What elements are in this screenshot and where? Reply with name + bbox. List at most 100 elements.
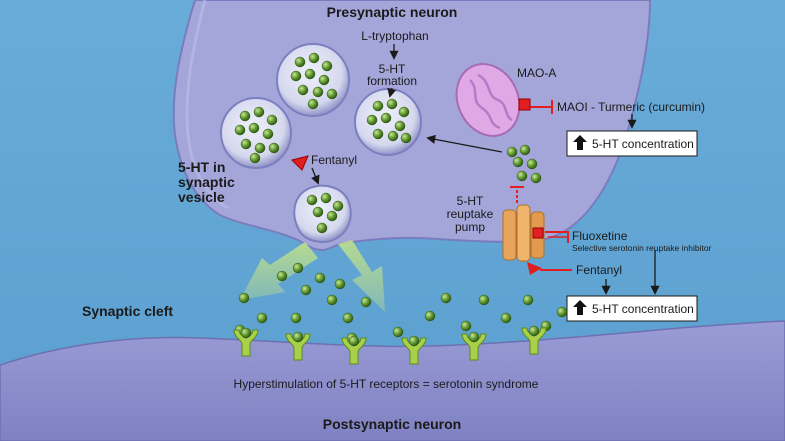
serotonin-receptor <box>401 335 427 365</box>
bound-serotonin-molecule <box>348 335 360 347</box>
hyperstimulation-label: Hyperstimulation of 5-HT receptors = ser… <box>234 377 539 391</box>
serotonin-molecule <box>386 98 398 110</box>
serotonin-molecule <box>290 312 302 324</box>
up-arrow-icon <box>573 300 587 315</box>
fluoxetine-label: Fluoxetine <box>572 229 628 243</box>
reuptake-to-vesicle-arrow <box>426 134 503 153</box>
presynaptic-membrane-highlight <box>185 0 229 210</box>
reuptake-label-3: pump <box>455 220 485 234</box>
serotonin-molecule <box>294 56 306 68</box>
postsynaptic-neuron <box>0 320 785 441</box>
fentanyl-left-label: Fentanyl <box>311 153 357 167</box>
serotonin-molecule <box>276 270 288 282</box>
serotonin-molecule <box>253 106 265 118</box>
serotonin-molecule <box>306 194 318 206</box>
serotonin-molecule <box>400 132 412 144</box>
serotonin-molecule <box>387 130 399 142</box>
serotonin-molecule <box>307 98 319 110</box>
serotonin-molecule <box>239 110 251 122</box>
fentanyl-right-link <box>527 262 572 275</box>
serotonin-molecule <box>297 84 309 96</box>
bound-serotonin-molecule <box>292 331 304 343</box>
serotonin-molecule <box>326 210 338 222</box>
serotonin-molecule <box>266 114 278 126</box>
pump-inhibition-dashed <box>510 186 524 205</box>
concentration-top-label: 5-HT concentration <box>592 137 694 151</box>
serotonin-molecule <box>312 86 324 98</box>
serotonin-molecule <box>248 122 260 134</box>
bound-serotonin-molecule <box>408 335 420 347</box>
serotonin-molecule <box>394 120 406 132</box>
serotonin-molecule <box>321 60 333 72</box>
serotonin-receptor <box>285 331 311 361</box>
receptor-group <box>233 325 547 365</box>
serotonin-molecule <box>312 206 324 218</box>
serotonin-molecule <box>326 294 338 306</box>
fentanyl-left-arrow <box>311 167 320 185</box>
fentanyl-right-label: Fentanyl <box>576 263 622 277</box>
concentration-box-top <box>566 130 698 157</box>
serotonin-molecule <box>372 100 384 112</box>
serotonin-molecule <box>526 158 538 170</box>
serotonin-molecule <box>342 312 354 324</box>
serotonin-molecule <box>478 294 490 306</box>
serotonin-molecule <box>290 70 302 82</box>
serotonin-molecule <box>366 114 378 126</box>
serotonin-receptor <box>461 331 487 361</box>
serotonin-molecule <box>332 200 344 212</box>
serotonin-molecule <box>500 312 512 324</box>
serotonin-molecule <box>372 128 384 140</box>
serotonin-molecule <box>238 292 250 304</box>
reuptake-label-2: reuptake <box>447 207 494 221</box>
concentration-bottom-label: 5-HT concentration <box>592 302 694 316</box>
mao-a-label: MAO-A <box>517 66 556 80</box>
serotonin-molecule <box>334 278 346 290</box>
serotonin-molecule <box>316 222 328 234</box>
fluoxetine-inhibition <box>532 227 569 243</box>
serotonin-molecule <box>326 88 338 100</box>
release-arrows <box>240 240 385 312</box>
serotonin-receptor <box>341 335 367 365</box>
serotonin-molecule <box>519 144 531 156</box>
serotonin-molecule <box>240 138 252 150</box>
serotonin-molecule <box>320 192 332 204</box>
serotonin-molecule <box>292 262 304 274</box>
serotonin-molecule <box>424 310 436 322</box>
serotonin-molecule <box>556 306 568 318</box>
serotonin-molecule <box>304 68 316 80</box>
serotonin-molecule <box>268 142 280 154</box>
serotonin-molecule <box>392 326 404 338</box>
serotonin-molecule <box>300 284 312 296</box>
bound-serotonin-molecule <box>528 325 540 337</box>
serotonin-receptor <box>233 327 259 357</box>
presynaptic-label: Presynaptic neuron <box>327 4 458 20</box>
serotonin-molecule <box>262 128 274 140</box>
vesicle-label-3: vesicle <box>178 189 225 205</box>
serotonin-molecule <box>254 142 266 154</box>
vesicle-label-2: synaptic <box>178 174 235 190</box>
maoi-label: MAOI - Turmeric (curcumin) <box>557 100 705 114</box>
concentration-box-bottom <box>566 295 698 322</box>
reuptake-label-1: 5-HT <box>457 194 484 208</box>
serotonin-molecule <box>506 146 518 158</box>
postsynaptic-label: Postsynaptic neuron <box>323 416 461 432</box>
formation-arrow <box>387 87 397 98</box>
serotonin-molecule <box>516 170 528 182</box>
serotonin-molecule <box>512 156 524 168</box>
bound-serotonin-molecule <box>240 327 252 339</box>
formation-label-1: 5-HT <box>379 62 406 76</box>
serotonin-molecule <box>318 74 330 86</box>
serotonin-receptor <box>521 325 547 355</box>
fentanyl-molecule-icon <box>291 155 309 171</box>
synaptic-cleft-label: Synaptic cleft <box>82 303 173 319</box>
serotonin-molecule <box>440 292 452 304</box>
serotonin-molecule <box>522 294 534 306</box>
formation-label-2: formation <box>367 74 417 88</box>
serotonin-molecule <box>380 112 392 124</box>
serotonin-molecule <box>234 124 246 136</box>
l-tryptophan-label: L-tryptophan <box>361 29 428 43</box>
serotonin-molecule <box>314 272 326 284</box>
up-arrow-icon <box>573 135 587 150</box>
serotonin-molecule <box>460 320 472 332</box>
